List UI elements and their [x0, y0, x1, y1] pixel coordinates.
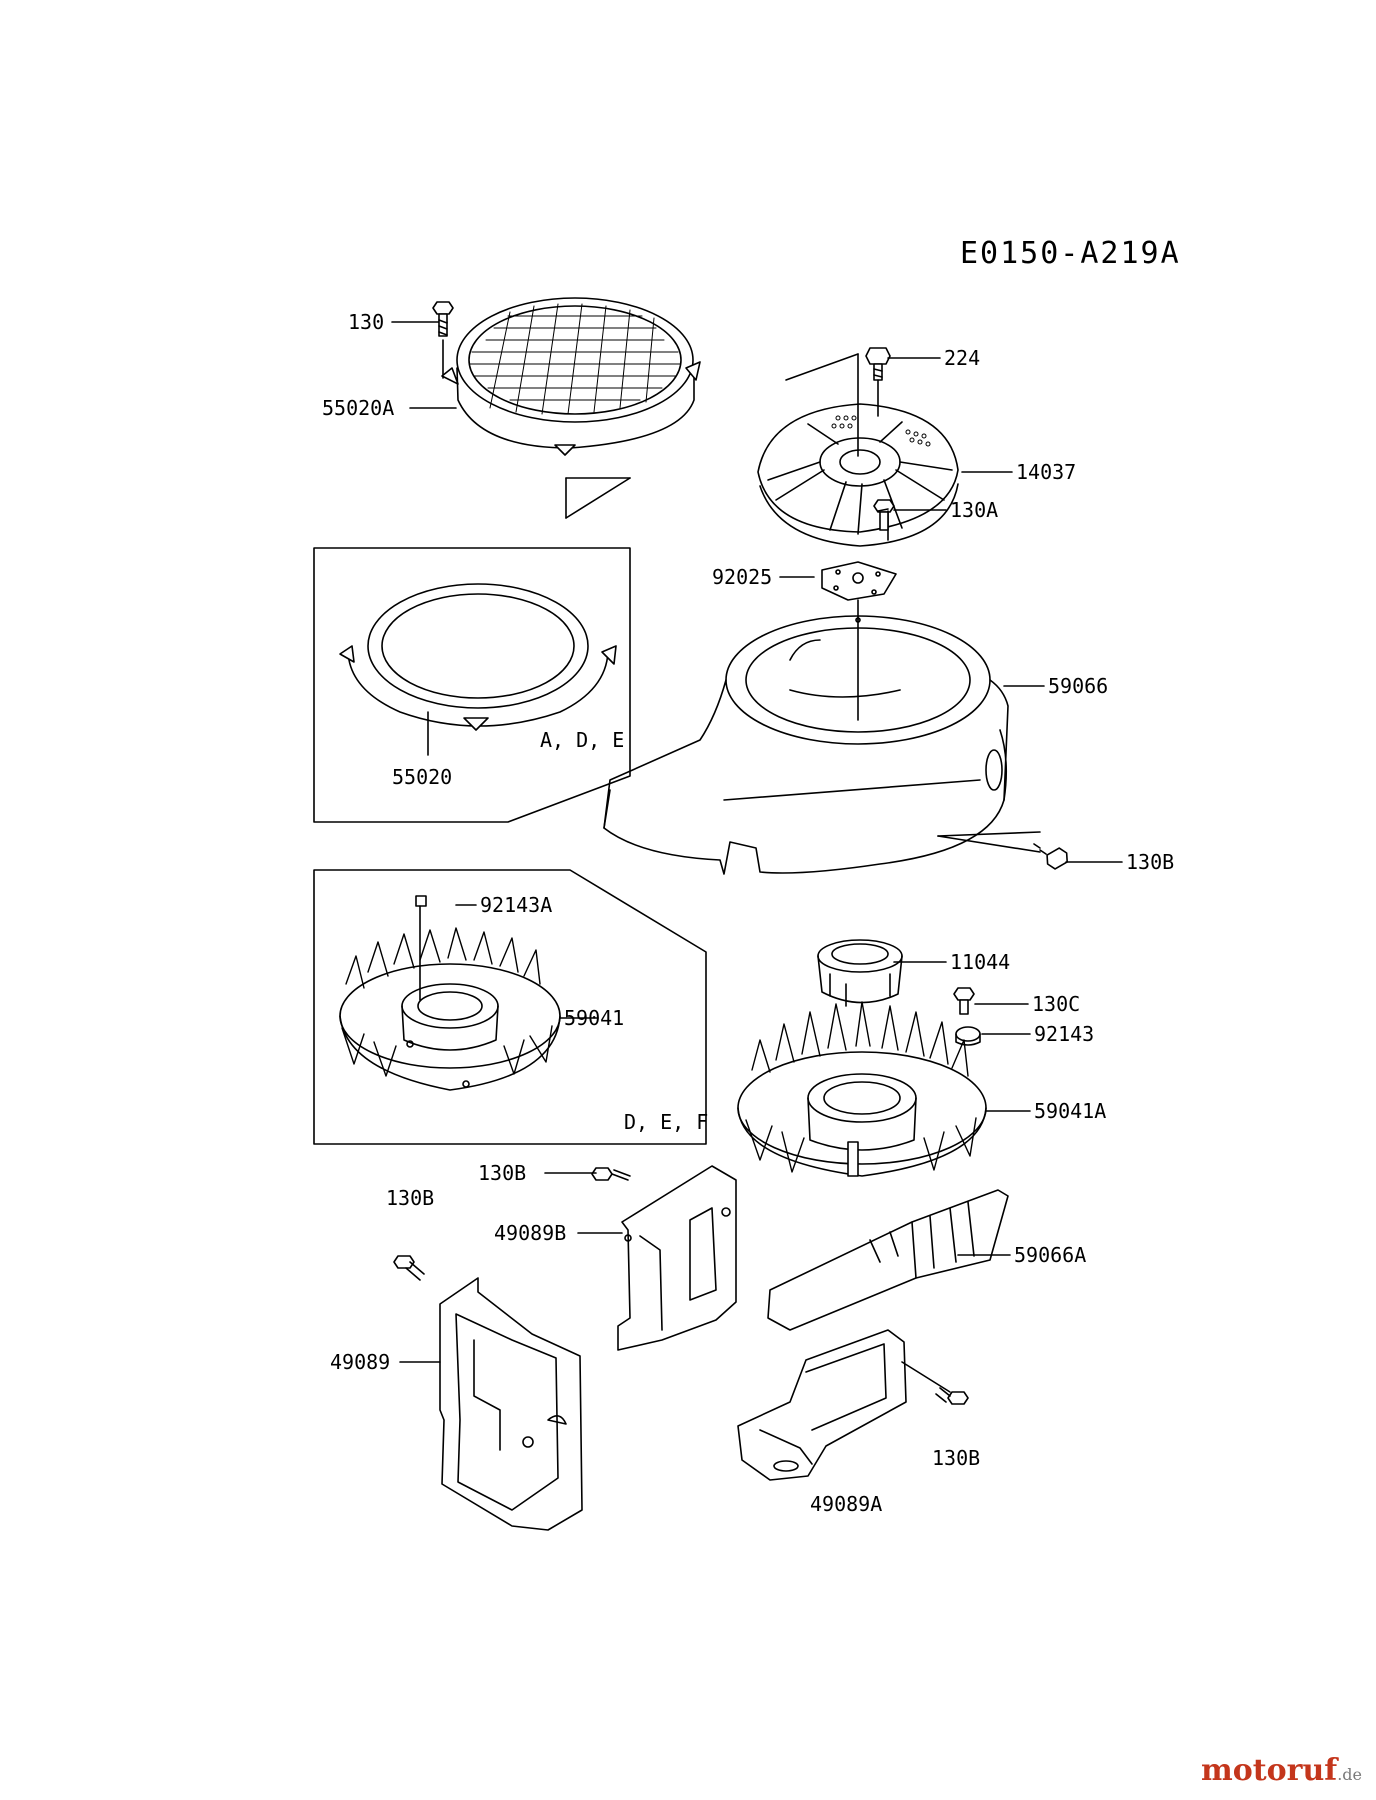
- part-label-59066A: 59066A: [1014, 1243, 1087, 1267]
- nut-92143: [955, 1026, 981, 1046]
- screw-224: [865, 347, 891, 417]
- part-label-55020: 55020: [392, 765, 453, 789]
- fan-grille-55020A: [441, 297, 701, 519]
- part-label-130B: 130B: [386, 1186, 435, 1210]
- screw-130C: [953, 987, 975, 1015]
- part-label-224: 224: [944, 346, 981, 370]
- air-guide-59066A: [767, 1189, 1009, 1331]
- part-label-14037: 14037: [1016, 460, 1077, 484]
- part-label-130B: 130B: [478, 1161, 527, 1185]
- screw-130: [432, 301, 454, 379]
- screw-130B-right: [1033, 843, 1068, 870]
- part-label-11044: 11044: [950, 950, 1011, 974]
- hub-11044: [817, 939, 903, 1007]
- variant-box-ade: [313, 547, 631, 823]
- fan-housing-59066: [603, 615, 1009, 875]
- part-label-130B: 130B: [932, 1446, 981, 1470]
- part-label-59041A: 59041A: [1034, 1099, 1107, 1123]
- watermark-tld: .de: [1337, 1765, 1362, 1784]
- part-label-130A: 130A: [950, 498, 999, 522]
- watermark-main: motoruf: [1201, 1753, 1338, 1788]
- part-label-49089: 49089: [330, 1350, 391, 1374]
- part-label-92143A: 92143A: [480, 893, 553, 917]
- part-label-59041: 59041: [564, 1006, 625, 1030]
- part-label-59066: 59066: [1048, 674, 1109, 698]
- variant-label-def: D, E, F: [624, 1110, 709, 1134]
- part-label-55020A: 55020A: [322, 396, 395, 420]
- part-label-130C: 130C: [1032, 992, 1081, 1016]
- flywheel-59041: [339, 895, 561, 1091]
- variant-box-def: [313, 869, 707, 1145]
- cover-49089: [439, 1277, 583, 1531]
- part-label-92025: 92025: [712, 565, 773, 589]
- watermark-logo: motoruf.de: [1201, 1753, 1362, 1788]
- screw-130A: [873, 499, 895, 531]
- cover-49089A: [737, 1329, 907, 1481]
- part-label-130: 130: [348, 310, 385, 334]
- leader-lines: [391, 321, 1123, 1363]
- flywheel-59041A: [737, 1001, 987, 1177]
- part-label-49089A: 49089A: [810, 1492, 883, 1516]
- diagram-code: E0150-A219A: [960, 236, 1181, 271]
- shroud-ring-55020: [339, 583, 617, 731]
- variant-label-ade: A, D, E: [540, 728, 625, 752]
- part-label-130B: 130B: [1126, 850, 1175, 874]
- part-label-92143: 92143: [1034, 1022, 1095, 1046]
- part-label-49089B: 49089B: [494, 1221, 567, 1245]
- screw-130B-left: [393, 1255, 425, 1281]
- starter-cover-14037: [757, 403, 959, 547]
- bracket-49089B: [617, 1165, 737, 1351]
- plate-92025: [821, 561, 897, 621]
- screw-130B-bottom: [935, 1387, 969, 1405]
- screw-130B-middle: [591, 1167, 631, 1181]
